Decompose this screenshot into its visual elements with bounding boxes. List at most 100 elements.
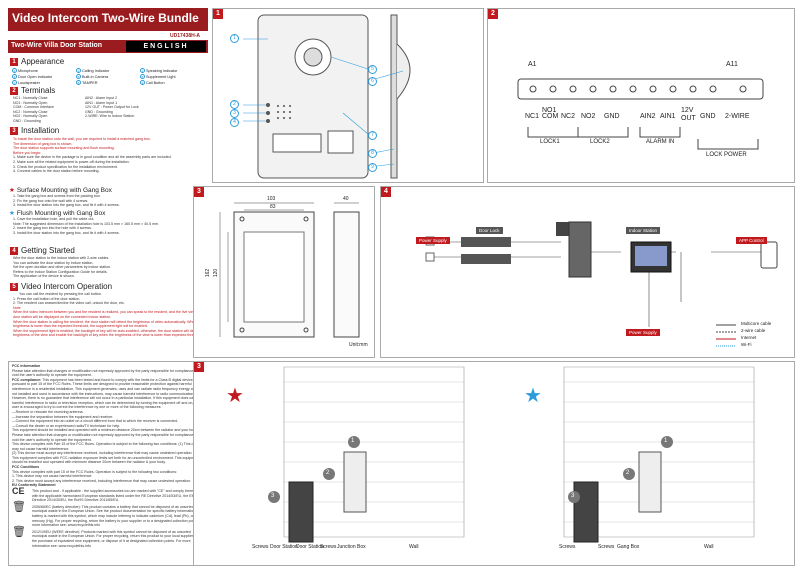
text-line: Wire the door station to the indoor stat… xyxy=(13,256,110,260)
section-number: 4 xyxy=(10,246,18,255)
callout-9: 9 xyxy=(368,163,377,172)
text-line: Please take attention that changes or mo… xyxy=(12,432,203,442)
eu-weee-text: 2012/19/EU (WEEE directive): Products ma… xyxy=(32,529,203,548)
fcc-conditions-title: FCC Conditions xyxy=(12,465,40,470)
text-line: 2-WIRE: Wire to Indoor Station xyxy=(85,114,135,119)
panel-number: 4 xyxy=(381,187,391,197)
fcc-measures: —Reorient or relocate the receiving ante… xyxy=(12,410,204,428)
legend-multicore: Multicore cable xyxy=(741,321,772,326)
installation-text: To install the door station onto the wal… xyxy=(13,137,207,174)
label-door-station-2: Door Station xyxy=(296,544,324,550)
text-line: This equipment complies with FCC radiati… xyxy=(12,455,200,465)
text-line: AIN1 : Alarm Input 1 xyxy=(85,100,118,105)
operation-notes: When the video intercom between you and … xyxy=(13,310,207,338)
text-line: NC2 : Normally Close xyxy=(13,109,48,114)
surface-steps: 1. Take the gang box and screws from the… xyxy=(13,194,207,208)
star-icon: ★ xyxy=(9,210,15,217)
section-installation: 3 Installation xyxy=(10,126,59,135)
label-screws: Screws xyxy=(252,544,269,550)
eu-ce-row: CE This product and - if applicable - th… xyxy=(12,486,204,503)
installation-steps: 1. Make sure the device in the package i… xyxy=(13,155,207,173)
text-line: 12V OUT : Power Output for Lock xyxy=(85,105,139,110)
callout-number: 2 xyxy=(76,68,81,73)
text-line: AIN2 : Alarm Input 2 xyxy=(85,96,118,100)
door-lock-label: Door Lock xyxy=(476,227,503,234)
app-control-label: APP Control xyxy=(736,237,767,244)
fcc-compliance-title: FCC compliance: xyxy=(12,377,42,382)
panel-application-figure: 4 Power Supply Door Lock Indoor Station … xyxy=(380,186,795,358)
text-line: 2. The resident can answer/decline the v… xyxy=(13,301,125,306)
appearance-label: Supplement Light xyxy=(146,74,176,79)
pin-no1: NO1 xyxy=(542,107,557,114)
model-number: UD17438H-A xyxy=(170,33,201,39)
eu-title: EU Conformity Statement xyxy=(12,483,56,488)
label-junction-box: Junction Box xyxy=(337,544,366,550)
pin-ain2: AIN2 xyxy=(640,113,656,120)
callout-4: 4 xyxy=(230,118,239,127)
label-wall: Wall xyxy=(409,544,419,550)
text-line: (2) This device must accept any interfer… xyxy=(12,451,193,456)
label-screws-right-2: Screws xyxy=(598,544,615,550)
indoor-station-label: Indoor Station xyxy=(626,227,661,234)
text-line: When the door station is calling the res… xyxy=(13,319,203,329)
operation-intro: You can call the resident by pressing th… xyxy=(19,292,102,296)
step-3-badge: 3 xyxy=(271,493,275,499)
step-2-badge: 2 xyxy=(326,470,330,476)
pin-2wire: 2-WIRE xyxy=(725,113,750,120)
section-title: Appearance xyxy=(21,57,65,66)
before-begin-title: Before you begin: xyxy=(13,150,42,155)
section-number: 1 xyxy=(10,57,18,66)
callout-6: 6 xyxy=(368,77,377,86)
text-line: 2. This device must accept any interfere… xyxy=(12,478,192,483)
star-icon: ★ xyxy=(9,187,15,194)
pin-out: OUT xyxy=(681,115,696,122)
callout-8: 8 xyxy=(368,149,377,158)
section-getting-started: 4 Getting Started xyxy=(10,246,75,255)
eu-ce-text: This product and - if applicable - the s… xyxy=(32,489,200,503)
ce-mark-icon: CE xyxy=(12,486,25,497)
callout-number: 5 xyxy=(76,74,81,79)
text-line: This device complies with Part 15 of the… xyxy=(12,442,202,451)
width-inner-label: 83 xyxy=(270,204,276,210)
height-outer-label: 162 xyxy=(205,268,212,278)
gang-box-drawing xyxy=(219,202,360,338)
callout-7: 7 xyxy=(368,131,377,140)
appearance-label: Call Button xyxy=(146,80,165,85)
pin-ain1: AIN1 xyxy=(660,113,676,120)
regulatory-text: FCC Information Please take attention th… xyxy=(9,362,207,550)
text-line: NO1 : Normally Open xyxy=(13,100,48,105)
pin-a1-label: A1 xyxy=(528,61,537,68)
appearance-label: Microphone xyxy=(18,68,38,73)
text-line: The dimension of gang box is shown. xyxy=(13,141,73,146)
flush-mounting-heading: ★ Flush Mounting with Gang Box xyxy=(9,209,105,218)
appearance-label: Speaking Indicator xyxy=(146,68,178,73)
pin-gnd: GND xyxy=(604,113,620,120)
step-2-badge-right: 2 xyxy=(626,470,630,476)
text-line: 1. Cave the installation hole, and pull … xyxy=(13,217,95,221)
fcc-compliance: This equipment has been tested and found… xyxy=(12,377,201,410)
text-line: To install the door station onto the wal… xyxy=(13,137,151,141)
section-title: Video Intercom Operation xyxy=(21,282,113,291)
lock-power-label: LOCK POWER xyxy=(706,152,747,158)
surface-title: Surface Mounting with Gang Box xyxy=(16,186,112,194)
text-line: Set the open duration and other paramete… xyxy=(13,265,112,270)
section-number: 2 xyxy=(10,86,18,95)
section-title: Getting Started xyxy=(21,246,75,255)
label-wall-right: Wall xyxy=(704,544,714,550)
power-supply-bottom-label: Power Supply xyxy=(626,329,660,336)
section-operation: 5 Video Intercom Operation xyxy=(10,282,112,291)
terminal-block-drawing xyxy=(517,78,764,150)
pin-nc2: NC2 xyxy=(561,113,576,120)
text-line: The door station supports surface mounti… xyxy=(13,146,115,151)
label-door-station: Door Station xyxy=(270,544,298,550)
text-line: 3. Check the product specification for t… xyxy=(13,164,118,169)
